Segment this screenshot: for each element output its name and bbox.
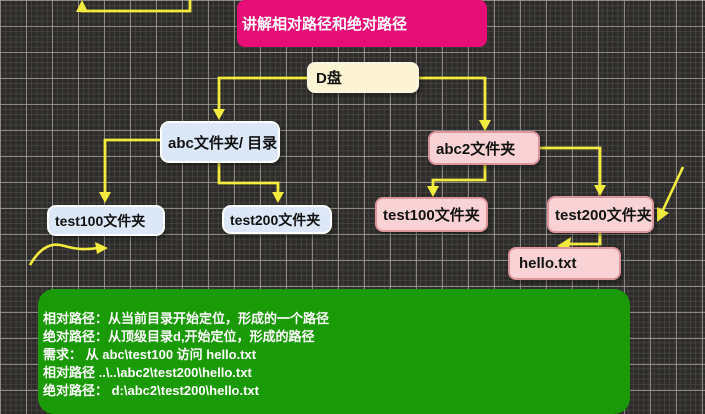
node-test100-right-label: test100文件夹 <box>383 207 480 224</box>
connector-abc-test100 <box>103 138 161 195</box>
node-drive-label: D盘 <box>316 70 342 87</box>
note-line-relative-path: 相对路径 ..\..\abc2\test200\hello.txt <box>43 365 252 380</box>
node-abc[interactable]: abc文件夹/ 目录 <box>160 121 280 163</box>
node-test200-left-label: test200文件夹 <box>230 211 321 228</box>
node-abc2-label: abc2文件夹 <box>436 140 516 158</box>
connector-test200-hello <box>570 232 602 246</box>
node-abc-label: abc文件夹/ 目录 <box>168 134 278 152</box>
note-line-relative-def: 相对路径：从当前目录开始定位，形成的一个路径 <box>43 311 330 326</box>
connector-top-left <box>80 0 192 13</box>
connector-abc2-test100 <box>431 164 487 189</box>
node-test200-left[interactable]: test200文件夹 <box>222 205 332 234</box>
node-test200-right-label: test200文件夹 <box>555 207 652 224</box>
notes-panel[interactable]: 相对路径：从当前目录开始定位，形成的一个路径 绝对路径：从顶级目录d,开始定位，… <box>38 289 630 414</box>
note-line-absolute-def: 绝对路径：从顶级目录d,开始定位，形成的路径 <box>43 329 315 344</box>
note-line-requirement: 需求： 从 abc\test100 访问 hello.txt <box>43 347 257 362</box>
connector-abc-test200 <box>217 162 280 195</box>
connector-abc2-test200 <box>539 146 602 188</box>
freehand-arrow-right <box>661 166 685 211</box>
connector-drive-abc2 <box>418 76 487 123</box>
node-test200-right[interactable]: test200文件夹 <box>547 196 654 233</box>
arrowhead-right-icon <box>95 242 108 254</box>
node-drive[interactable]: D盘 <box>307 62 419 93</box>
node-abc2[interactable]: abc2文件夹 <box>428 131 540 165</box>
arrowhead-down-icon <box>594 185 606 196</box>
arrowhead-down-left-icon <box>657 207 669 222</box>
node-hello-txt-label: hello.txt <box>519 255 577 272</box>
arrowhead-up-icon <box>76 0 88 12</box>
title-banner[interactable]: 讲解相对路径和绝对路径 <box>237 0 487 47</box>
node-test100-left[interactable]: test100文件夹 <box>47 205 165 236</box>
arrowhead-down-icon <box>427 186 439 197</box>
note-line-absolute-path: 绝对路径： d:\abc2\test200\hello.txt <box>43 383 259 398</box>
connector-drive-abc <box>217 76 308 112</box>
title-label: 讲解相对路径和绝对路径 <box>242 16 408 33</box>
arrowhead-down-icon <box>99 192 111 203</box>
node-test100-left-label: test100文件夹 <box>55 212 146 229</box>
node-test100-right[interactable]: test100文件夹 <box>375 197 488 232</box>
arrowhead-down-icon <box>272 192 284 203</box>
arrowhead-down-icon <box>479 120 491 131</box>
arrowhead-down-icon <box>213 109 225 120</box>
freehand-arrow-left <box>28 243 99 266</box>
node-hello-txt[interactable]: hello.txt <box>508 247 621 280</box>
